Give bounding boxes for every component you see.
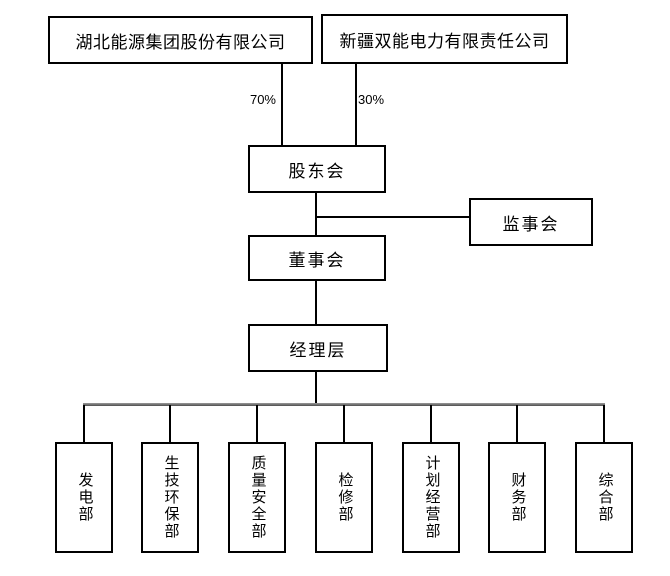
org-box-label: 董事会 [288, 250, 346, 270]
org-box-shareholders-meeting: 股东会 [248, 145, 386, 193]
connector-line-management-to-bar [315, 372, 317, 405]
connector-line-board-to-management [315, 281, 317, 324]
org-box-dept-planning-operations: 计划经营部 [402, 442, 460, 553]
connector-line-hubei-to-shareholders [281, 64, 283, 145]
org-box-dept-finance: 财务部 [488, 442, 546, 553]
connector-drop-general-affairs [603, 405, 605, 442]
org-box-dept-power-generation: 发电部 [55, 442, 113, 553]
connector-drop-maintenance [343, 405, 345, 442]
connector-drop-power-generation [83, 405, 85, 442]
connector-line-xinjiang-to-shareholders [355, 64, 357, 145]
connector-drop-finance [516, 405, 518, 442]
org-box-dept-maintenance: 检修部 [315, 442, 373, 553]
org-box-dept-general-affairs: 综合部 [575, 442, 633, 553]
connector-line-shareholders-to-board [315, 193, 317, 235]
org-box-xinjiang-shuangneng-power: 新疆双能电力有限责任公司 [321, 14, 568, 64]
org-box-management-layer: 经理层 [248, 324, 388, 372]
org-box-supervisory-board: 监事会 [469, 198, 593, 246]
org-box-label: 计划经营部 [423, 455, 440, 540]
ownership-percent-label-right: 30% [358, 92, 385, 107]
org-box-dept-production-tech-environment: 生技环保部 [141, 442, 199, 553]
org-box-label: 生技环保部 [162, 455, 179, 540]
connector-drop-quality-safety [256, 405, 258, 442]
org-box-label: 综合部 [596, 472, 613, 523]
org-box-label: 监事会 [502, 214, 560, 234]
org-box-label: 经理层 [289, 340, 347, 360]
connector-drop-production-tech-environment [169, 405, 171, 442]
connector-distribution-bar [83, 403, 605, 406]
org-box-label: 质量安全部 [249, 455, 266, 540]
org-box-dept-quality-safety: 质量安全部 [228, 442, 286, 553]
ownership-percent-label-left: 70% [249, 92, 276, 107]
org-box-hubei-energy-group: 湖北能源集团股份有限公司 [48, 16, 313, 64]
org-box-label: 检修部 [336, 472, 353, 523]
connector-line-to-supervisory-board [315, 216, 469, 218]
org-box-label: 发电部 [76, 472, 93, 523]
org-box-label: 新疆双能电力有限责任公司 [339, 31, 550, 51]
org-box-label: 股东会 [288, 161, 346, 181]
connector-drop-planning-operations [430, 405, 432, 442]
org-box-label: 财务部 [509, 472, 526, 523]
org-box-board-of-directors: 董事会 [248, 235, 386, 281]
org-box-label: 湖北能源集团股份有限公司 [75, 32, 286, 52]
